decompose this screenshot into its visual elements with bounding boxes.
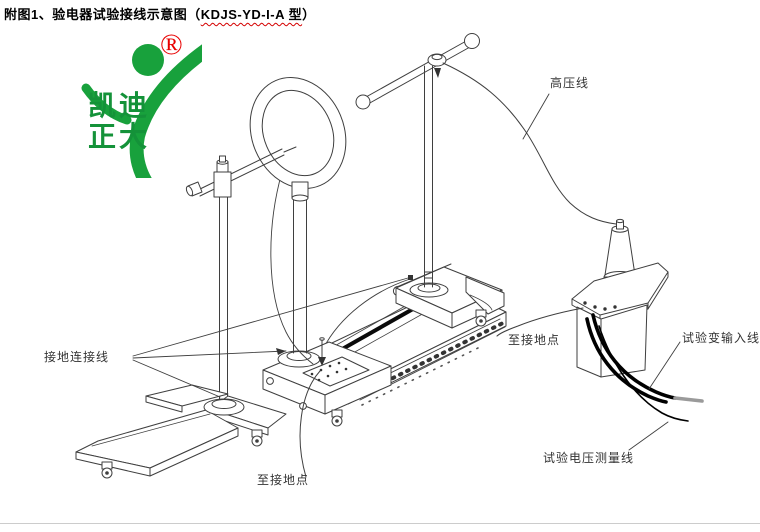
test-platform (262, 263, 507, 427)
page-title: 附图1、验电器试验接线示意图（KDJS-YD-I-A 型） (4, 4, 316, 23)
company-logo: ® 凯迪 正大 (22, 28, 202, 178)
label-to-ground-point-right: 至接地点 (508, 333, 561, 347)
title-model-number: KDJS-YD-I-A 型 (200, 7, 303, 22)
logo-name-line1: 凯迪 (88, 90, 151, 121)
ring-electrode (249, 77, 347, 365)
logo-figure-icon (81, 44, 202, 178)
page-bottom-rule (0, 523, 760, 524)
label-to-ground-point-bottom: 至接地点 (257, 473, 310, 487)
left-stand (75, 146, 297, 479)
label-ground-connection-line: 接地连接线 (44, 350, 110, 364)
t-bar-pole (355, 33, 480, 288)
label-voltage-measurement-line: 试验电压测量线 (543, 451, 635, 465)
ground-wire-bottom (299, 370, 321, 478)
title-suffix: ） (302, 7, 316, 22)
transformer-cables (496, 307, 704, 422)
test-transformer (571, 218, 669, 378)
high-voltage-wire (442, 62, 617, 225)
logo-name-line2: 正大 (88, 121, 151, 152)
label-high-voltage-line: 高压线 (550, 76, 590, 90)
label-transformer-input-line: 试验变输入线 (682, 331, 760, 345)
logo-company-name: 凯迪 正大 (88, 90, 150, 152)
title-prefix: 附图1、验电器试验接线示意图（ (4, 7, 201, 22)
registered-trademark-icon: ® (160, 28, 183, 61)
leader-lines (132, 93, 681, 451)
